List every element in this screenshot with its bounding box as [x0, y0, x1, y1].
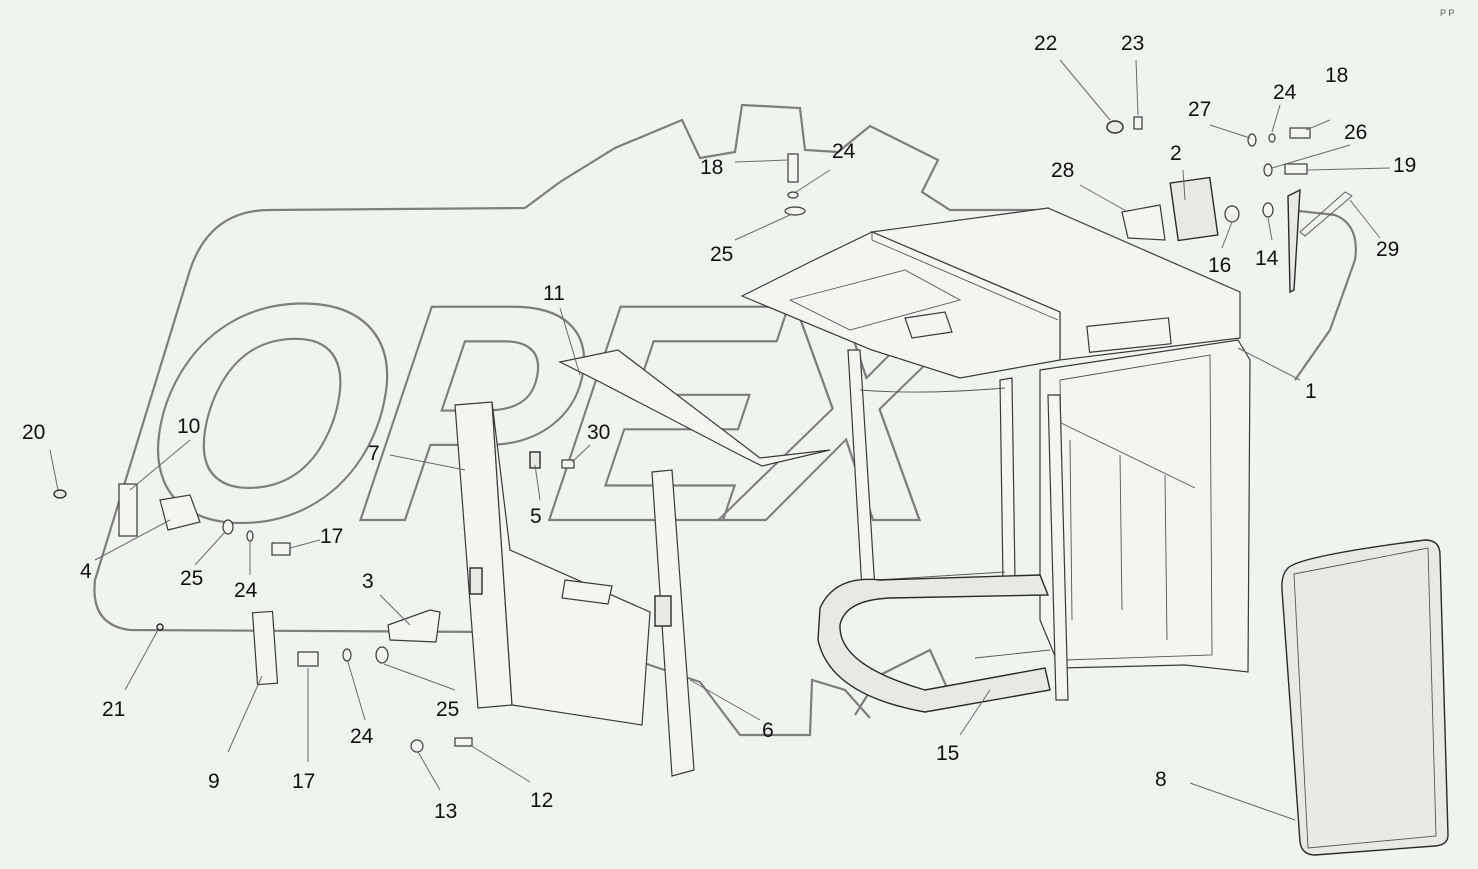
part-1-cab-frame [740, 207, 1251, 713]
callout-label: 4 [80, 560, 92, 583]
callout-label: 24 [832, 140, 856, 163]
callout-label: 18 [1325, 64, 1348, 87]
callout-label: 1 [1305, 380, 1317, 403]
leader-lines [49, 59, 1391, 821]
callout-labels: 1 2 3 4 5 6 7 8 9 10 11 12 13 14 15 16 1… [22, 32, 1416, 823]
watermark-gear-outline [93, 103, 1357, 737]
callout-label: 2 [1170, 142, 1182, 165]
callout-label: 11 [543, 282, 565, 305]
callout-label: 17 [320, 525, 343, 548]
callout-label: 28 [1051, 159, 1074, 182]
callout-label: 3 [362, 570, 374, 593]
callout-label: 16 [1208, 254, 1231, 277]
callout-label: 21 [102, 698, 125, 721]
callout-label: 13 [434, 800, 457, 823]
callout-label: 7 [368, 442, 380, 465]
part-11-visor [558, 349, 831, 467]
callout-label: 29 [1376, 238, 1399, 261]
callout-label: 9 [208, 770, 220, 793]
callout-label: 25 [436, 698, 459, 721]
callout-label: 24 [234, 579, 258, 602]
callout-label: 25 [710, 243, 733, 266]
corner-mark: P P [1440, 8, 1454, 18]
callout-label: 30 [587, 421, 610, 444]
callout-label: 10 [177, 415, 200, 438]
callout-label: 25 [180, 567, 203, 590]
callout-label: 26 [1344, 121, 1367, 144]
small-parts [53, 116, 1353, 753]
callout-label: 22 [1034, 32, 1057, 55]
callout-label: 24 [350, 725, 374, 748]
part-6-door-panel [651, 469, 695, 777]
callout-label: 8 [1155, 768, 1167, 791]
callout-label: 27 [1188, 98, 1211, 121]
callout-label: 19 [1393, 154, 1416, 177]
callout-label: 24 [1273, 81, 1297, 104]
callout-label: 23 [1121, 32, 1144, 55]
callout-label: 12 [530, 789, 553, 812]
callout-label: 6 [762, 719, 774, 742]
callout-label: 20 [22, 421, 45, 444]
callout-label: 14 [1255, 247, 1279, 270]
callout-label: 15 [936, 742, 959, 765]
callout-label: 17 [292, 770, 315, 793]
callout-label: 5 [530, 505, 542, 528]
part-8-glass [1281, 539, 1449, 856]
callout-label: 18 [700, 156, 723, 179]
